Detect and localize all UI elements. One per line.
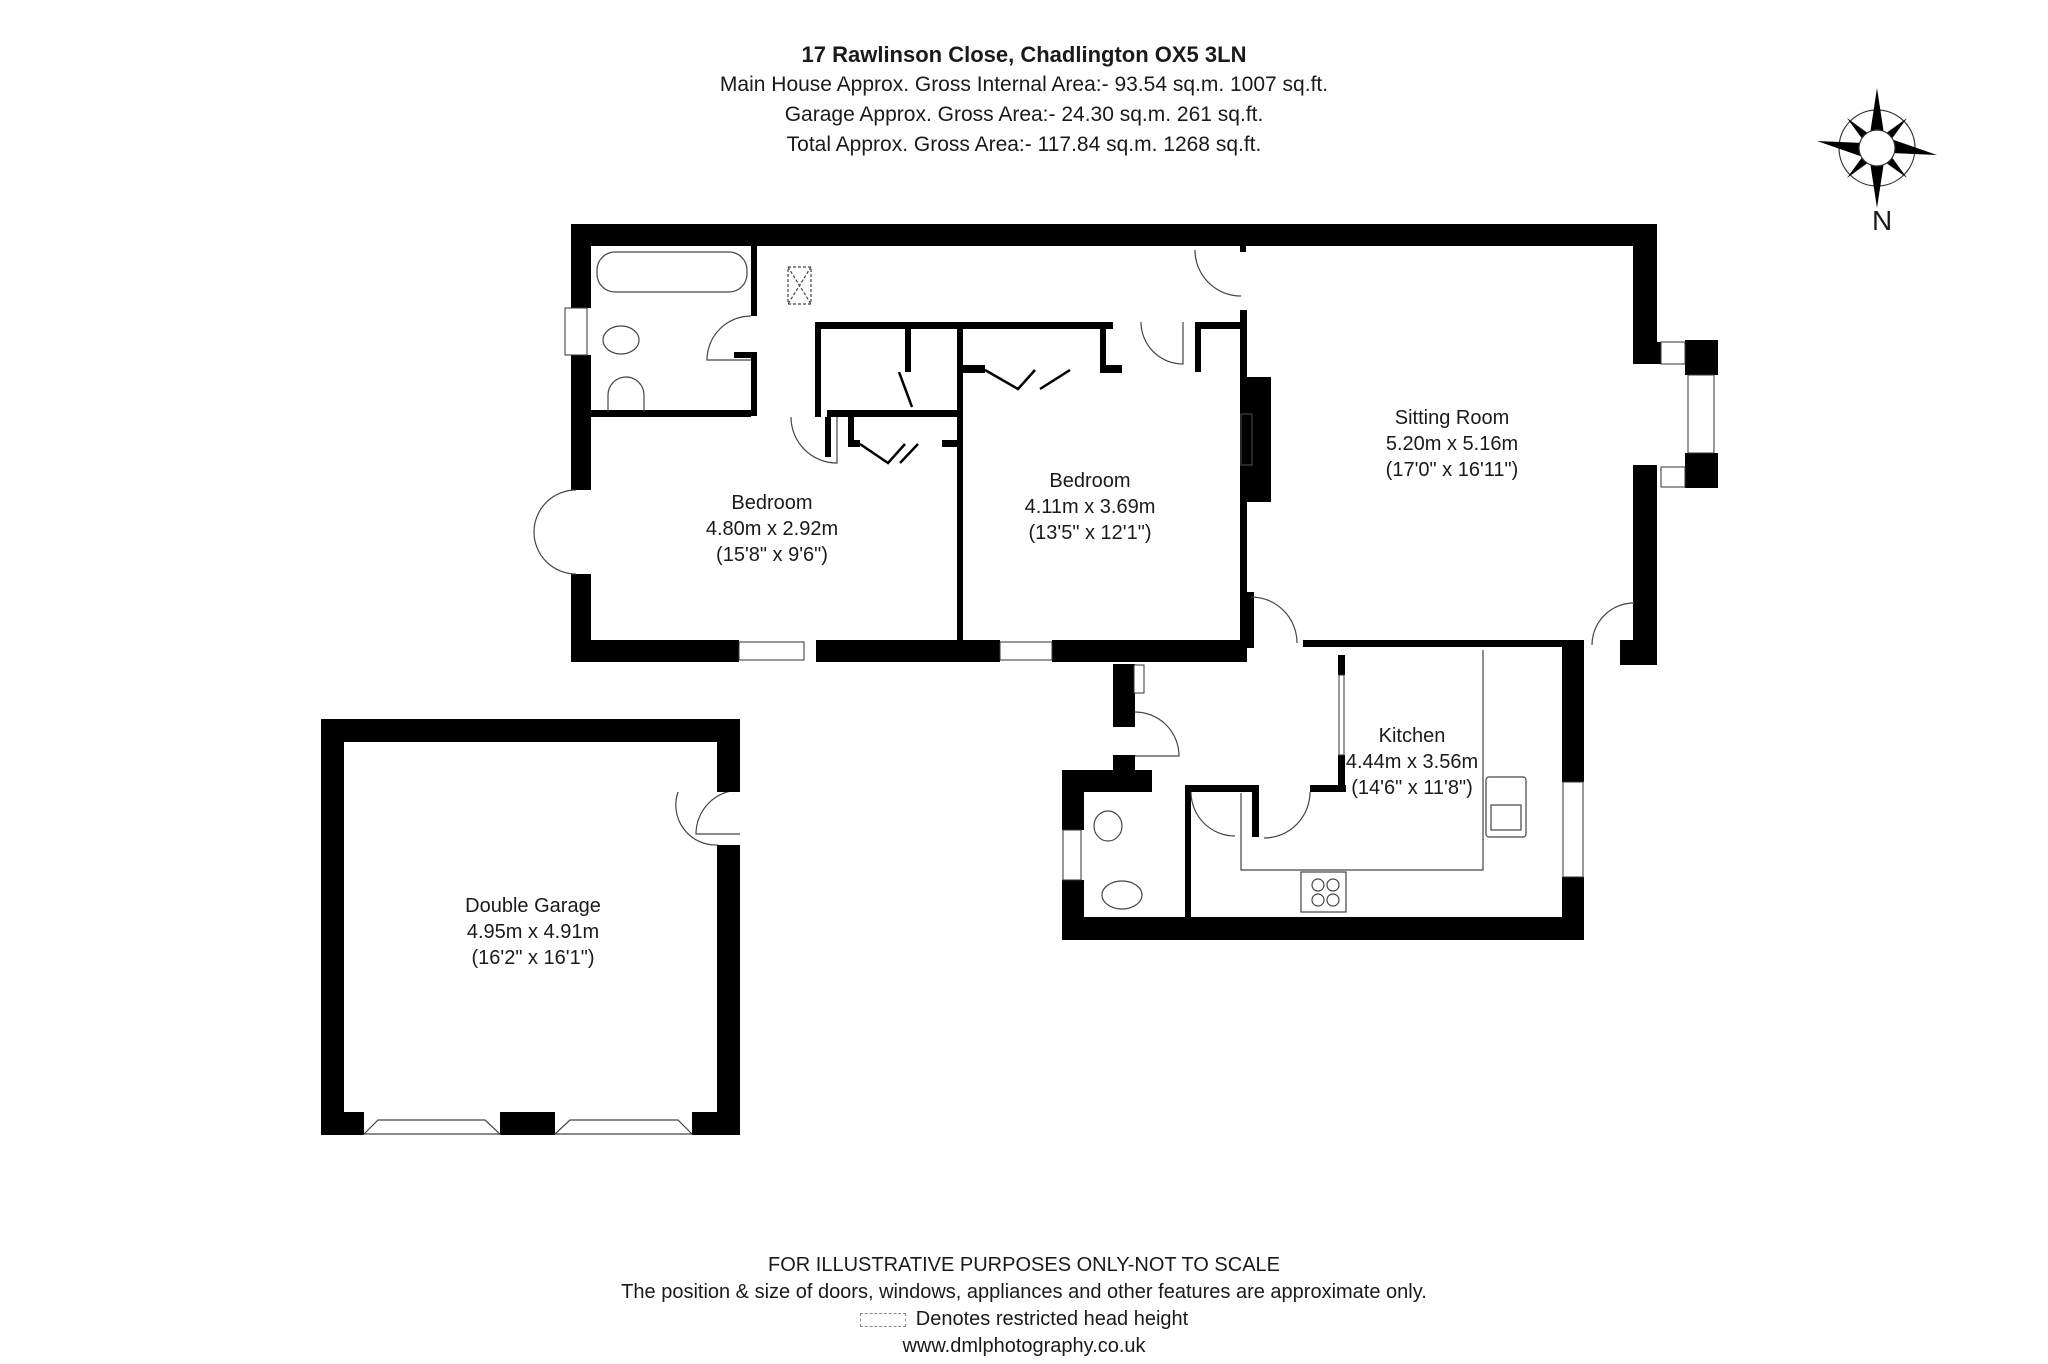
windows bbox=[564, 307, 1715, 881]
garage-doors bbox=[362, 791, 719, 1135]
hob-icon bbox=[1300, 871, 1347, 913]
room-name: Double Garage bbox=[465, 895, 601, 917]
skylight-icon bbox=[787, 266, 812, 305]
sink-icon bbox=[1485, 776, 1527, 838]
property-address: 17 Rawlinson Close, Chadlington OX5 3LN bbox=[801, 42, 1247, 67]
room-name: Kitchen bbox=[1378, 725, 1446, 747]
room-imperial: (16'2" x 16'1") bbox=[471, 947, 595, 969]
approximation-note: The position & size of doors, windows, a… bbox=[621, 1281, 1427, 1303]
room-metric: 4.11m x 3.69m bbox=[1024, 496, 1156, 518]
room-name: Sitting Room bbox=[1394, 407, 1510, 429]
disclaimer: FOR ILLUSTRATIVE PURPOSES ONLY-NOT TO SC… bbox=[768, 1254, 1280, 1276]
closet-doors bbox=[859, 368, 1071, 465]
plan-header: 17 Rawlinson Close, Chadlington OX5 3LN … bbox=[0, 40, 2048, 160]
room-imperial: (13'5" x 12'1") bbox=[1028, 522, 1152, 544]
website: www.dmlphotography.co.uk bbox=[902, 1335, 1146, 1357]
wc-basin-icon bbox=[1093, 810, 1123, 842]
room-name: Bedroom bbox=[731, 492, 813, 514]
garage-walls bbox=[321, 719, 740, 1135]
restricted-height-icon bbox=[859, 1312, 906, 1327]
main-house-area: Main House Approx. Gross Internal Area:-… bbox=[719, 73, 1329, 96]
bath-icon bbox=[596, 251, 748, 293]
wc-toilet-icon bbox=[1101, 880, 1143, 910]
toilet-icon bbox=[602, 325, 640, 355]
room-imperial: (15'8" x 9'6") bbox=[716, 544, 828, 566]
plan-footer: FOR ILLUSTRATIVE PURPOSES ONLY-NOT TO SC… bbox=[0, 1252, 2048, 1360]
door-swings bbox=[533, 249, 1635, 839]
room-metric: 4.44m x 3.56m bbox=[1345, 751, 1479, 773]
room-metric: 5.20m x 5.16m bbox=[1385, 433, 1519, 455]
main-house-walls bbox=[571, 224, 1718, 940]
restricted-height-key: Denotes restricted head height bbox=[0, 1306, 2048, 1333]
garage-area: Garage Approx. Gross Area:- 24.30 sq.m. … bbox=[784, 103, 1264, 126]
room-metric: 4.80m x 2.92m bbox=[705, 518, 839, 540]
room-bedroom-1: Bedroom 4.80m x 2.92m (15'8" x 9'6") bbox=[706, 490, 838, 568]
room-name: Bedroom bbox=[1049, 470, 1131, 492]
room-kitchen: Kitchen 4.44m x 3.56m (14'6" x 11'8") bbox=[1346, 723, 1478, 801]
fixtures bbox=[596, 251, 1527, 913]
room-metric: 4.95m x 4.91m bbox=[466, 921, 600, 943]
compass-rose-icon bbox=[1817, 88, 1937, 208]
room-bedroom-2: Bedroom 4.11m x 3.69m (13'5" x 12'1") bbox=[1025, 468, 1156, 546]
total-area: Total Approx. Gross Area:- 117.84 sq.m. … bbox=[786, 133, 1262, 156]
room-imperial: (17'0" x 16'11") bbox=[1385, 459, 1519, 481]
room-double-garage: Double Garage 4.95m x 4.91m (16'2" x 16'… bbox=[465, 893, 601, 971]
restricted-height-label: Denotes restricted head height bbox=[915, 1308, 1189, 1330]
room-imperial: (14'6" x 11'8") bbox=[1351, 777, 1473, 799]
room-sitting-room: Sitting Room 5.20m x 5.16m (17'0" x 16'1… bbox=[1386, 405, 1519, 483]
basin-icon bbox=[607, 376, 645, 412]
north-label: N bbox=[1872, 205, 1893, 236]
